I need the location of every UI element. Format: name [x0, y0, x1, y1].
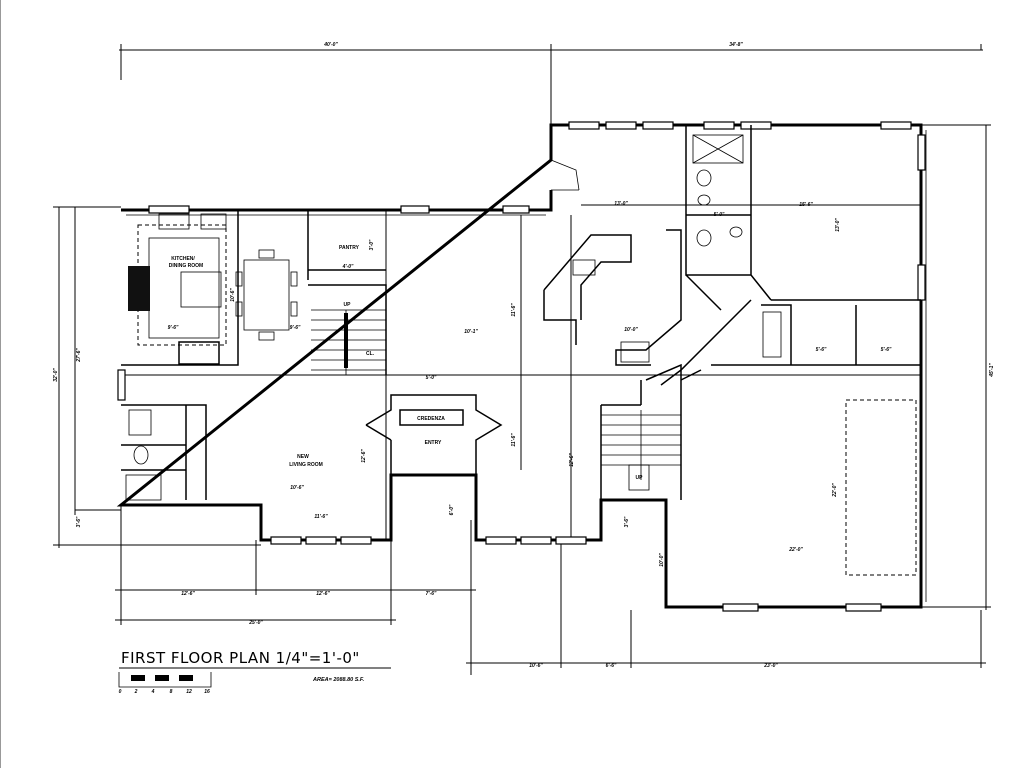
dim-bottom-c: 7'-6"	[426, 591, 437, 597]
dim-right-total: 45'-1"	[989, 363, 995, 378]
dining-table	[235, 249, 298, 341]
credenza	[399, 409, 464, 426]
label-closet: CL.	[366, 351, 375, 357]
dim-pantry-w: 4'-0"	[342, 264, 354, 270]
label-dining-room: DINING ROOM	[169, 263, 203, 269]
scale-tick-16: 16	[204, 689, 210, 695]
dim-dining-w: 9'-6"	[290, 325, 301, 331]
dim-living-w1: 10'-6"	[290, 485, 304, 491]
dim-bottom-r1: 10'-6"	[529, 663, 543, 669]
dim-living-h: 12'-6"	[361, 449, 367, 463]
scale-tick-2: 2	[134, 689, 138, 695]
label-stair-up-2: UP	[636, 475, 644, 481]
dim-kitchen-w: 9'-6"	[168, 325, 179, 331]
dim-kitchen2-w: 10'-0"	[624, 327, 638, 333]
dim-garage-h: 22'-0"	[832, 483, 838, 498]
dim-left-total: 32'-0"	[53, 368, 59, 382]
dim-step: 3'-6"	[624, 516, 630, 527]
dim-dining-h: 10'-6"	[230, 288, 236, 302]
scale-bar: 0 2 4 8 12 16	[118, 672, 212, 695]
drawing-title: FIRST FLOOR PLAN 1/4"=1'-0"	[121, 649, 360, 667]
dim-stair-h: 12'-6"	[569, 453, 575, 467]
scale-tick-4: 4	[151, 689, 155, 695]
title-block: FIRST FLOOR PLAN 1/4"=1'-0" 0 2 4 8 12 1…	[118, 649, 391, 695]
windows	[117, 121, 926, 612]
dim-closet1: 5'-6"	[816, 347, 827, 353]
dim-hall-h: 11'-6"	[511, 303, 517, 317]
exterior-walls	[116, 123, 927, 609]
dim-left-upper: 27'-6"	[76, 348, 82, 363]
dim-left-lower: 3'-6"	[76, 516, 82, 527]
dim-entry-h: 6'-0"	[449, 504, 455, 515]
dimension-lines	[53, 44, 991, 675]
bathroom-fixtures	[125, 134, 744, 501]
dim-bottom-r2: 6'-6"	[606, 663, 617, 669]
dim-family-h: 11'-6"	[511, 433, 517, 447]
stairs	[311, 309, 681, 491]
dim-living-w2: 11'-6"	[314, 514, 328, 520]
label-credenza: CREDENZA	[417, 416, 445, 422]
dim-bottom-r3: 23'-0"	[763, 663, 778, 669]
room-labels: KITCHEN/ DINING ROOM PANTRY UP CL. NEW L…	[169, 245, 643, 481]
dim-bed-w: 15'-6"	[799, 202, 813, 208]
dim-top-right: 34'-8"	[729, 42, 743, 48]
dim-family-w: 13'-0"	[614, 201, 628, 207]
garage	[762, 311, 917, 576]
scale-tick-0: 0	[119, 689, 122, 695]
dim-hall-w: 10'-1"	[464, 329, 478, 335]
scale-tick-12: 12	[186, 689, 192, 695]
label-entry: ENTRY	[425, 440, 442, 446]
dim-bottom-total: 25'-0"	[248, 620, 263, 626]
dimension-labels: 40'-0" 34'-8" 45'-1" 32'-0" 27'-6" 3'-6"…	[53, 42, 995, 669]
scale-tick-8: 8	[170, 689, 173, 695]
area-label: AREA= 2088.80 S.F.	[312, 677, 365, 683]
dim-bottom-b: 12'-6"	[316, 591, 330, 597]
dim-bottom-a: 12'-6"	[181, 591, 195, 597]
label-living-room: LIVING ROOM	[289, 462, 323, 468]
dim-entry-w: 5'-0"	[426, 375, 437, 381]
dim-top-left: 40'-0"	[323, 42, 338, 48]
label-stair-up: UP	[344, 302, 352, 308]
kitchen-fixtures	[128, 213, 682, 366]
dim-garage-offset: 10'-0"	[659, 553, 665, 567]
dim-closet2: 5'-6"	[881, 347, 892, 353]
label-pantry: PANTRY	[339, 245, 360, 251]
label-kitchen: KITCHEN/	[171, 256, 195, 262]
label-new: NEW	[297, 454, 309, 460]
dim-garage-w: 22'-0"	[788, 547, 803, 553]
dim-pantry-h: 3'-0"	[369, 239, 375, 250]
dim-bed-h: 13'-0"	[835, 218, 841, 232]
interior-walls	[121, 125, 921, 500]
